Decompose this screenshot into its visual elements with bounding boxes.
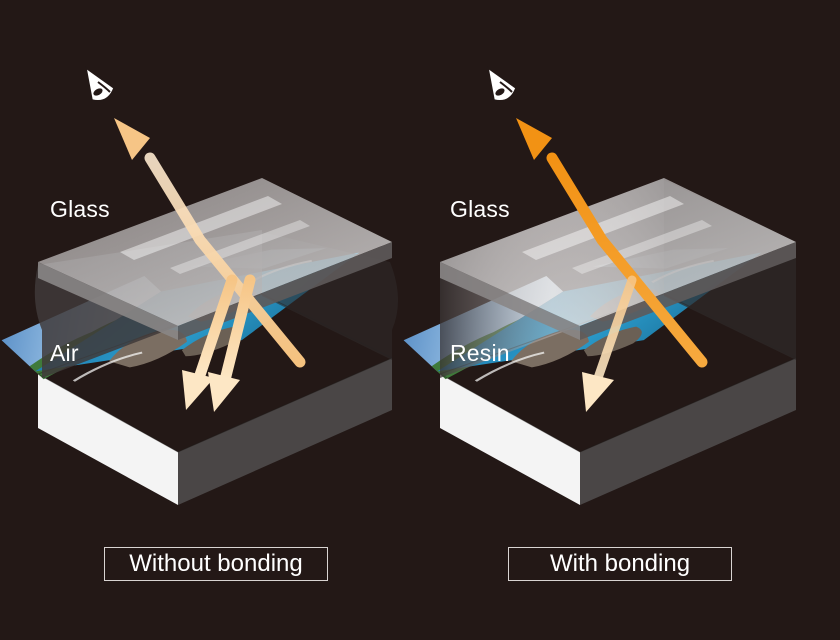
display-front-face [440, 374, 580, 505]
eye-icon [487, 67, 517, 102]
resin-label: Resin [450, 340, 510, 366]
air-label: Air [50, 340, 79, 366]
display-side-face [178, 358, 392, 505]
caption-without-bonding: Without bonding [104, 547, 328, 581]
glass-label: Glass [450, 196, 510, 222]
eye-icon [85, 67, 115, 102]
glass-label: Glass [50, 196, 110, 222]
display-side-face [580, 358, 796, 505]
panel-with-bonding [401, 67, 798, 505]
panel-without-bonding [0, 67, 399, 505]
caption-with-bonding: With bonding [508, 547, 732, 581]
reflection-arrows [114, 118, 306, 412]
reflection-arrows [516, 118, 708, 412]
display-front-face [38, 374, 178, 505]
